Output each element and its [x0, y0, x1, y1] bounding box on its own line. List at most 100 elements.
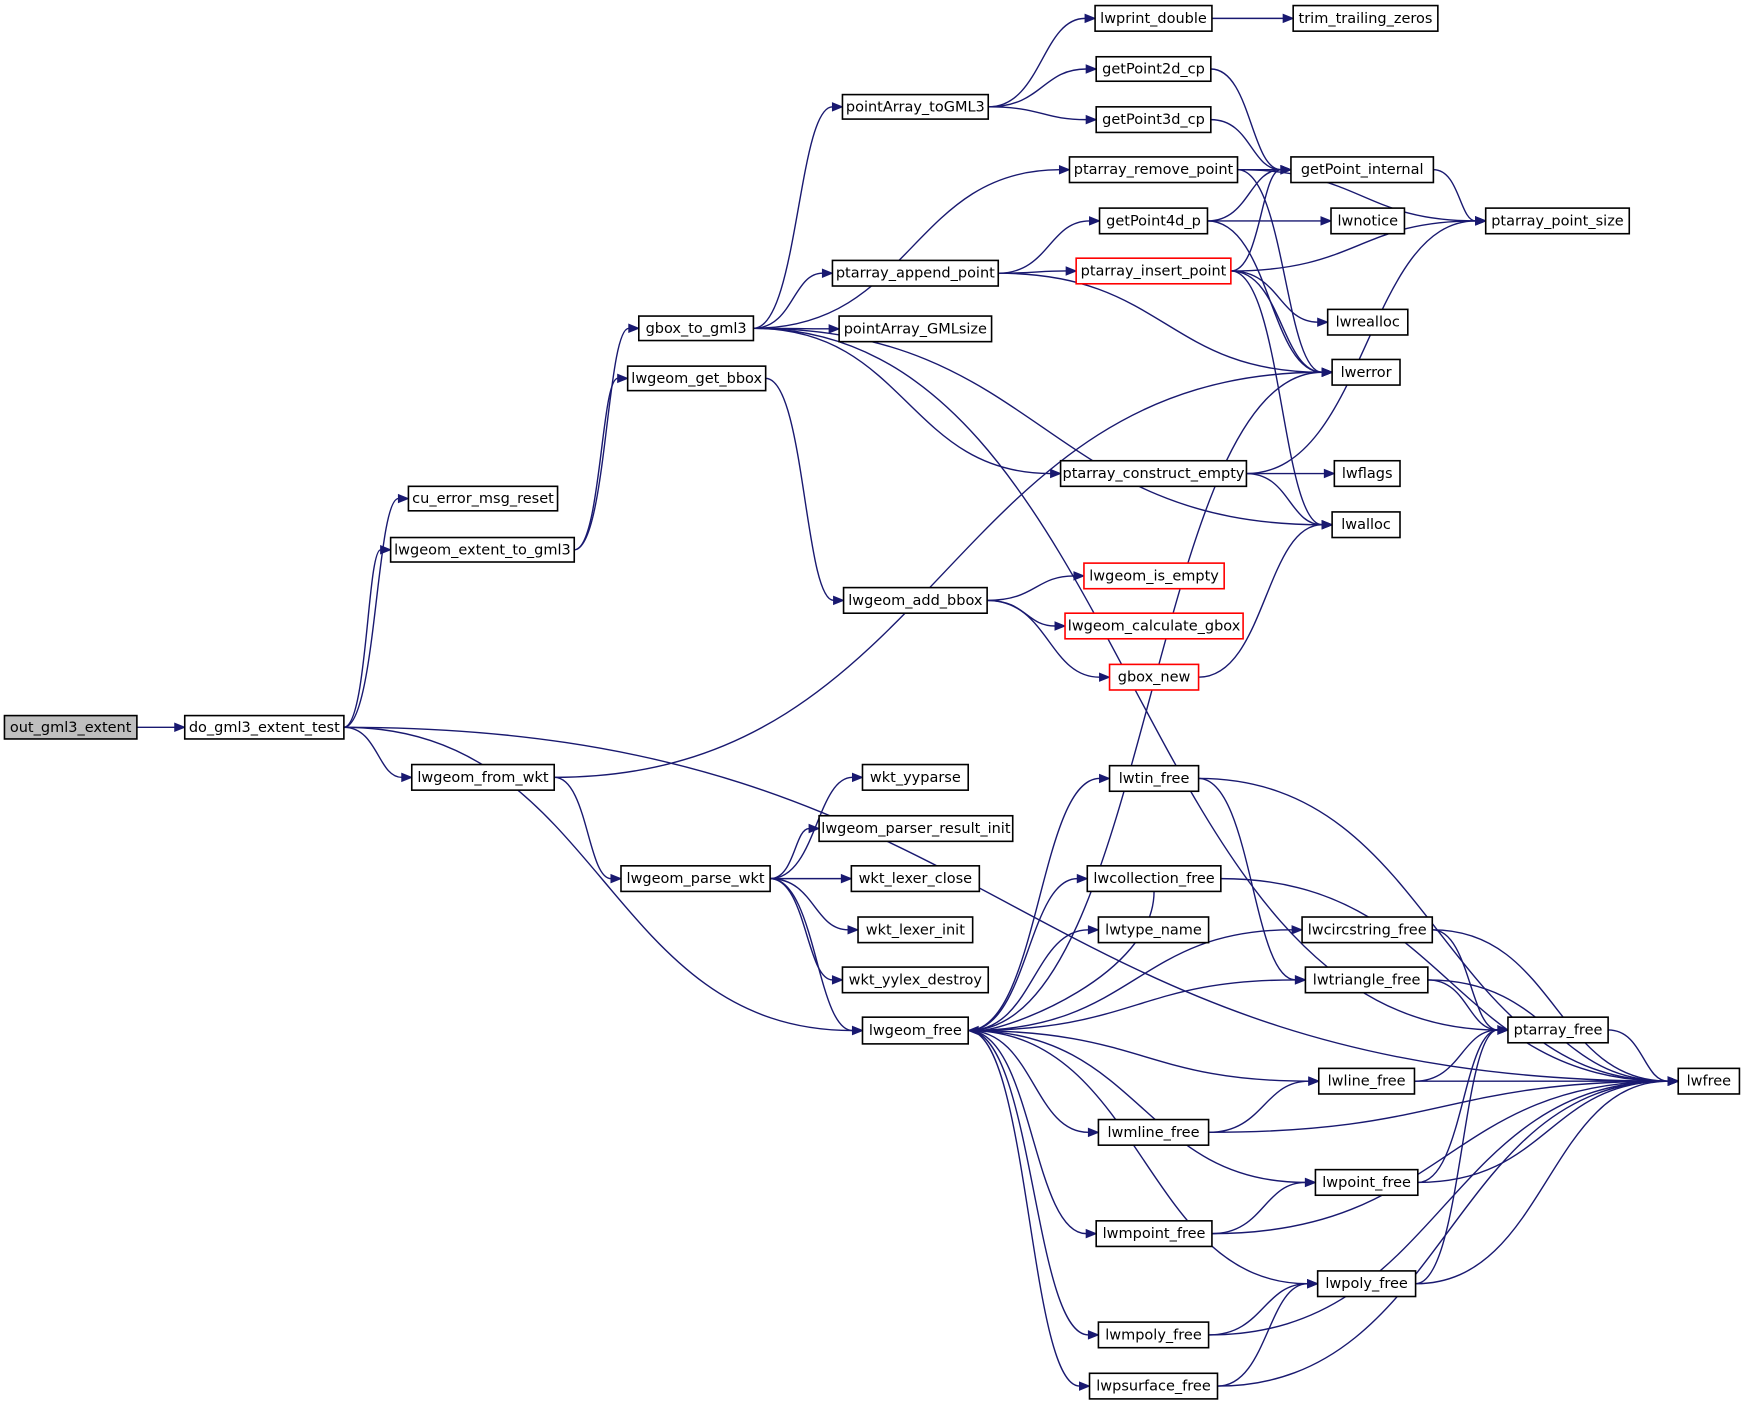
- node-box: [620, 865, 771, 893]
- node-lwcollection-free[interactable]: lwcollection_free: [1086, 865, 1222, 893]
- node-box: [1331, 358, 1401, 386]
- node-lwcircstring-free[interactable]: lwcircstring_free: [1301, 916, 1434, 944]
- node-lwpoly-free[interactable]: lwpoly_free: [1316, 1270, 1417, 1298]
- arrowhead: [1084, 13, 1097, 24]
- edge-lwgeom-free-to-lwpsurface-free: [968, 1029, 1080, 1387]
- node-lwmline-free[interactable]: lwmline_free: [1097, 1118, 1210, 1146]
- node-label: trim_trailing_zeros: [1299, 11, 1433, 27]
- node-lwgeom-add-bbox[interactable]: lwgeom_add_bbox: [842, 586, 988, 614]
- arrowhead: [1073, 571, 1086, 581]
- node-lwflags[interactable]: lwflags: [1333, 459, 1401, 488]
- arrowhead: [1321, 367, 1334, 377]
- node-lwprint-double[interactable]: lwprint_double: [1094, 4, 1213, 32]
- node-lwnotice[interactable]: lwnotice: [1330, 207, 1406, 235]
- node-ptarray-point-size[interactable]: ptarray_point_size: [1484, 207, 1631, 235]
- node-lwmpoint-free[interactable]: lwmpoint_free: [1095, 1220, 1213, 1248]
- node-do-gml3-extent-test[interactable]: do_gml3_extent_test: [183, 714, 345, 740]
- arrowhead: [1087, 925, 1100, 935]
- arrowhead: [840, 873, 853, 884]
- arrowhead: [1065, 266, 1078, 276]
- node-ptarray-remove-point[interactable]: ptarray_remove_point: [1068, 156, 1239, 184]
- node-pointArray-GMLsize[interactable]: pointArray_GMLsize: [838, 315, 993, 343]
- node-lwmpoly-free[interactable]: lwmpoly_free: [1097, 1321, 1210, 1349]
- node-box: [1316, 1270, 1417, 1298]
- edge-lwmpoint-free-to-lwpoint-free: [1211, 1181, 1306, 1235]
- node-box: [407, 485, 559, 512]
- arrowhead: [1280, 164, 1293, 175]
- node-label: pointArray_toGML3: [846, 99, 985, 115]
- node-box: [1317, 1067, 1416, 1095]
- arrowhead: [1085, 64, 1098, 74]
- edge-ptarray-construct-empty-to-lwalloc: [1246, 472, 1323, 526]
- node-lwrealloc[interactable]: lwrealloc: [1326, 308, 1409, 336]
- node-gbox-new[interactable]: gbox_new: [1108, 663, 1200, 691]
- node-box: [1095, 55, 1212, 83]
- node-box: [3, 714, 138, 740]
- node-lwtype-name[interactable]: lwtype_name: [1097, 916, 1210, 944]
- node-lwgeom-parse-wkt[interactable]: lwgeom_parse_wkt: [620, 865, 771, 893]
- node-label: lwline_free: [1328, 1074, 1406, 1090]
- node-box: [850, 865, 981, 893]
- node-getPoint3d-cp[interactable]: getPoint3d_cp: [1095, 106, 1212, 134]
- node-ptarray-free[interactable]: ptarray_free: [1507, 1016, 1609, 1044]
- node-label: out_gml3_extent: [10, 720, 132, 736]
- arrowhead: [851, 1025, 864, 1036]
- node-lwgeom-is-empty[interactable]: lwgeom_is_empty: [1083, 562, 1225, 590]
- node-out-gml3-extent[interactable]: out_gml3_extent: [3, 714, 138, 740]
- edge-pointArray-toGML3-to-lwprint-double: [988, 17, 1086, 108]
- edge-lwgeom-free-to-lwmline-free: [968, 1029, 1089, 1134]
- edge-lwgeom-add-bbox-to-gbox-new: [987, 599, 1100, 678]
- node-lwfree[interactable]: lwfree: [1677, 1067, 1741, 1095]
- node-lwpoint-free[interactable]: lwpoint_free: [1314, 1168, 1419, 1197]
- node-box: [1326, 308, 1409, 336]
- node-label: lwmline_free: [1107, 1125, 1199, 1141]
- edge-lwgeom-extent-to-gml3-to-lwgeom-get-bbox: [574, 377, 619, 551]
- node-label: lwflags: [1342, 466, 1393, 482]
- node-box: [831, 259, 1000, 287]
- node-getPoint2d-cp[interactable]: getPoint2d_cp: [1095, 55, 1212, 83]
- node-lwgeom-get-bbox[interactable]: lwgeom_get_bbox: [626, 365, 767, 392]
- node-ptarray-insert-point[interactable]: ptarray_insert_point: [1075, 257, 1232, 285]
- arrowhead: [380, 545, 392, 555]
- node-lwtin-free[interactable]: lwtin_free: [1108, 764, 1200, 793]
- node-lwgeom-parser-result-init[interactable]: lwgeom_parser_result_init: [818, 814, 1014, 843]
- node-lwgeom-from-wkt[interactable]: lwgeom_from_wkt: [410, 763, 556, 791]
- node-ptarray-construct-empty[interactable]: ptarray_construct_empty: [1059, 459, 1248, 488]
- node-label: lwgeom_calculate_gbox: [1068, 618, 1241, 634]
- edge-lwtriangle-free-to-ptarray-free: [1427, 979, 1498, 1031]
- node-gbox-to-gml3[interactable]: gbox_to_gml3: [637, 315, 755, 342]
- edge-lwline-free-to-ptarray-free: [1414, 1029, 1498, 1082]
- node-lwline-free[interactable]: lwline_free: [1317, 1067, 1416, 1095]
- node-lwerror[interactable]: lwerror: [1331, 358, 1401, 386]
- arrowhead: [847, 925, 860, 935]
- edge-gbox-to-gml3-to-ptarray-construct-empty: [753, 327, 1051, 475]
- node-lwpsurface-free[interactable]: lwpsurface_free: [1088, 1372, 1219, 1400]
- node-pointArray-toGML3[interactable]: pointArray_toGML3: [841, 93, 990, 120]
- edge-gbox-to-gml3-to-ptarray-remove-point: [753, 169, 1060, 329]
- arrowhead: [610, 873, 623, 884]
- edge-pointArray-toGML3-to-getPoint3d-cp: [988, 106, 1087, 121]
- node-lwgeom-extent-to-gml3[interactable]: lwgeom_extent_to_gml3: [389, 536, 576, 563]
- node-trim-trailing-zeros[interactable]: trim_trailing_zeros: [1292, 4, 1439, 32]
- edge-getPoint4d-p-to-getPoint-internal: [1207, 169, 1281, 222]
- node-wkt-yylex-destroy[interactable]: wkt_yylex_destroy: [841, 966, 990, 994]
- node-label: lwgeom_is_empty: [1089, 568, 1219, 584]
- node-lwgeom-free[interactable]: lwgeom_free: [861, 1016, 970, 1045]
- node-ptarray-append-point[interactable]: ptarray_append_point: [831, 259, 1000, 287]
- node-getPoint-internal[interactable]: getPoint_internal: [1290, 156, 1435, 184]
- node-wkt-lexer-close[interactable]: wkt_lexer_close: [850, 865, 981, 893]
- node-lwtriangle-free[interactable]: lwtriangle_free: [1304, 966, 1429, 994]
- arrowhead: [1085, 114, 1098, 125]
- node-label: lwtin_free: [1119, 771, 1190, 787]
- node-label: lwgeom_from_wkt: [417, 770, 549, 786]
- node-wkt-yyparse[interactable]: wkt_yyparse: [861, 763, 970, 791]
- node-cu-error-msg-reset[interactable]: cu_error_msg_reset: [407, 485, 559, 512]
- node-lwalloc[interactable]: lwalloc: [1331, 511, 1401, 539]
- node-box: [1304, 966, 1429, 994]
- node-getPoint4d-p[interactable]: getPoint4d_p: [1098, 207, 1209, 235]
- edge-lwgeom-parse-wkt-to-wkt-yylex-destroy: [770, 877, 833, 981]
- node-wkt-lexer-init[interactable]: wkt_lexer_init: [857, 916, 974, 944]
- node-lwgeom-calculate-gbox[interactable]: lwgeom_calculate_gbox: [1064, 612, 1244, 640]
- node-box: [838, 315, 993, 343]
- node-label: wkt_yylex_destroy: [849, 972, 983, 988]
